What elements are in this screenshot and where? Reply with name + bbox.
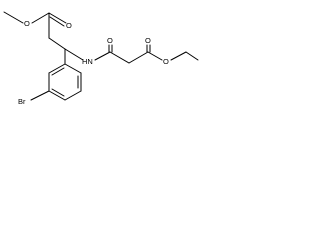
- bond-ring-br: [30, 90, 50, 101]
- ring-bond-3: [64, 90, 82, 101]
- bond-ester-c-o: [147, 51, 163, 61]
- bond-nh-amide-c: [94, 51, 111, 61]
- bond-methyl-o: [3, 11, 24, 24]
- bond-o-carbonyl: [31, 12, 50, 24]
- atom-o-ester-top-double: O: [66, 21, 72, 30]
- bond-lines: [3, 11, 199, 101]
- ring-inner-bond-c: [51, 67, 65, 76]
- ring-bond-4: [48, 90, 66, 101]
- bond-ch-nh: [64, 48, 84, 61]
- bond-ch2-ester-c: [128, 51, 149, 64]
- bond-carbonyl-o-double-b: [49, 16, 65, 27]
- atom-o-ester-top-single: O: [24, 19, 30, 28]
- ring-inner-bond-b: [51, 88, 65, 97]
- bond-amide-c-ch2: [109, 51, 130, 64]
- atom-nh: HN: [82, 57, 93, 66]
- bond-ethyl-ch2-ch3: [185, 51, 199, 61]
- ring-bond-1: [64, 63, 82, 74]
- bond-carbonyl-o-double-a: [48, 12, 67, 24]
- atom-o-ester-right-double: O: [145, 36, 151, 45]
- atom-o-ester-right-single: O: [163, 57, 169, 66]
- atom-br: Br: [18, 97, 26, 106]
- atom-labels: O O Br HN O O O: [18, 19, 169, 106]
- chemical-structure-diagram: O O Br HN O O O: [3, 11, 199, 106]
- atom-o-amide: O: [107, 36, 113, 45]
- ring-bond-6: [48, 63, 66, 74]
- bond-o-ethyl-ch2: [170, 51, 187, 61]
- bond-ch2-ch: [48, 37, 66, 50]
